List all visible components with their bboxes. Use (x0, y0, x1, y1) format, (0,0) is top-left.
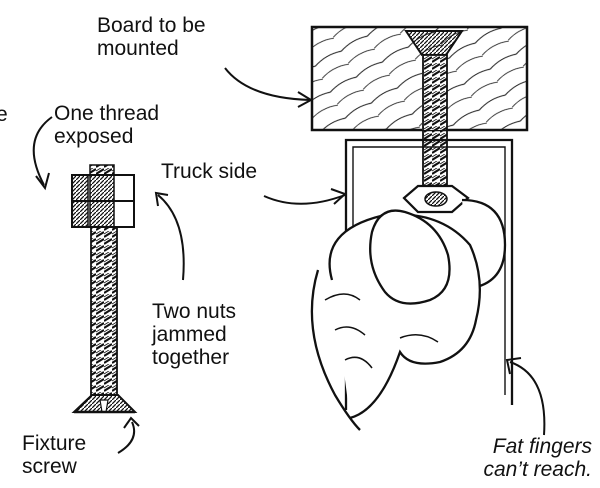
hand-drawing (312, 200, 505, 430)
label-truck-side: Truck side (161, 160, 257, 183)
label-one-thread-exposed: One thread exposed (54, 102, 159, 148)
label-board-to-be-mounted: Board to be mounted (97, 14, 206, 60)
cutoff-glyph: e (0, 103, 8, 126)
label-two-nuts-jammed-together: Two nuts jammed together (152, 300, 236, 369)
board-drawing (312, 27, 527, 130)
jammed-nuts (72, 175, 134, 227)
label-fat-fingers: Fat fingers can’t reach. (440, 435, 592, 481)
label-fixture-screw: Fixture screw (22, 432, 86, 478)
